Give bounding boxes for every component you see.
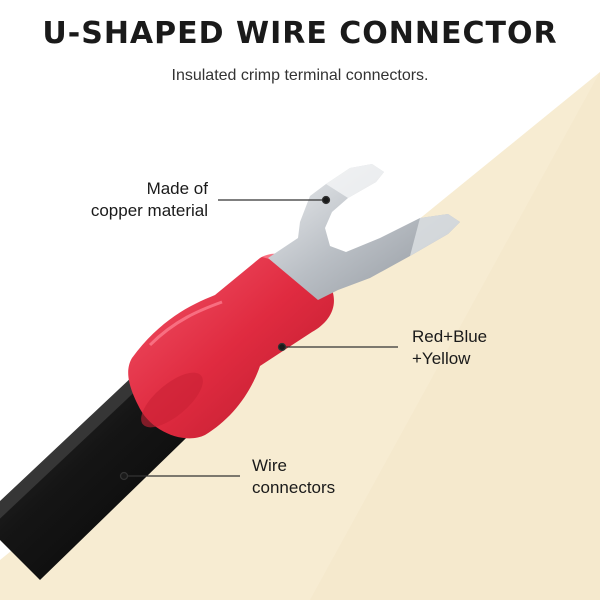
callout-material-line1: Made of	[146, 179, 208, 198]
callout-label-colors: Red+Blue +Yellow	[412, 326, 487, 370]
callout-wire-line2: connectors	[252, 478, 336, 497]
callout-wire	[119, 471, 240, 481]
page-subtitle: Insulated crimp terminal connectors.	[171, 67, 429, 84]
callout-colors-line2: +Yellow	[412, 349, 471, 368]
page-title: U-SHAPED WIRE CONNECTOR	[42, 16, 558, 51]
callout-material-line2: copper material	[90, 201, 208, 220]
metal-fork-terminal	[268, 164, 460, 300]
callout-colors-line1: Red+Blue	[412, 327, 488, 346]
callout-colors	[277, 342, 398, 352]
callout-label-material: Made of copper material	[91, 178, 208, 222]
callout-wire-line1: Wire	[252, 456, 287, 475]
callout-material	[218, 195, 331, 205]
callout-label-wire: Wire connectors	[252, 455, 335, 499]
